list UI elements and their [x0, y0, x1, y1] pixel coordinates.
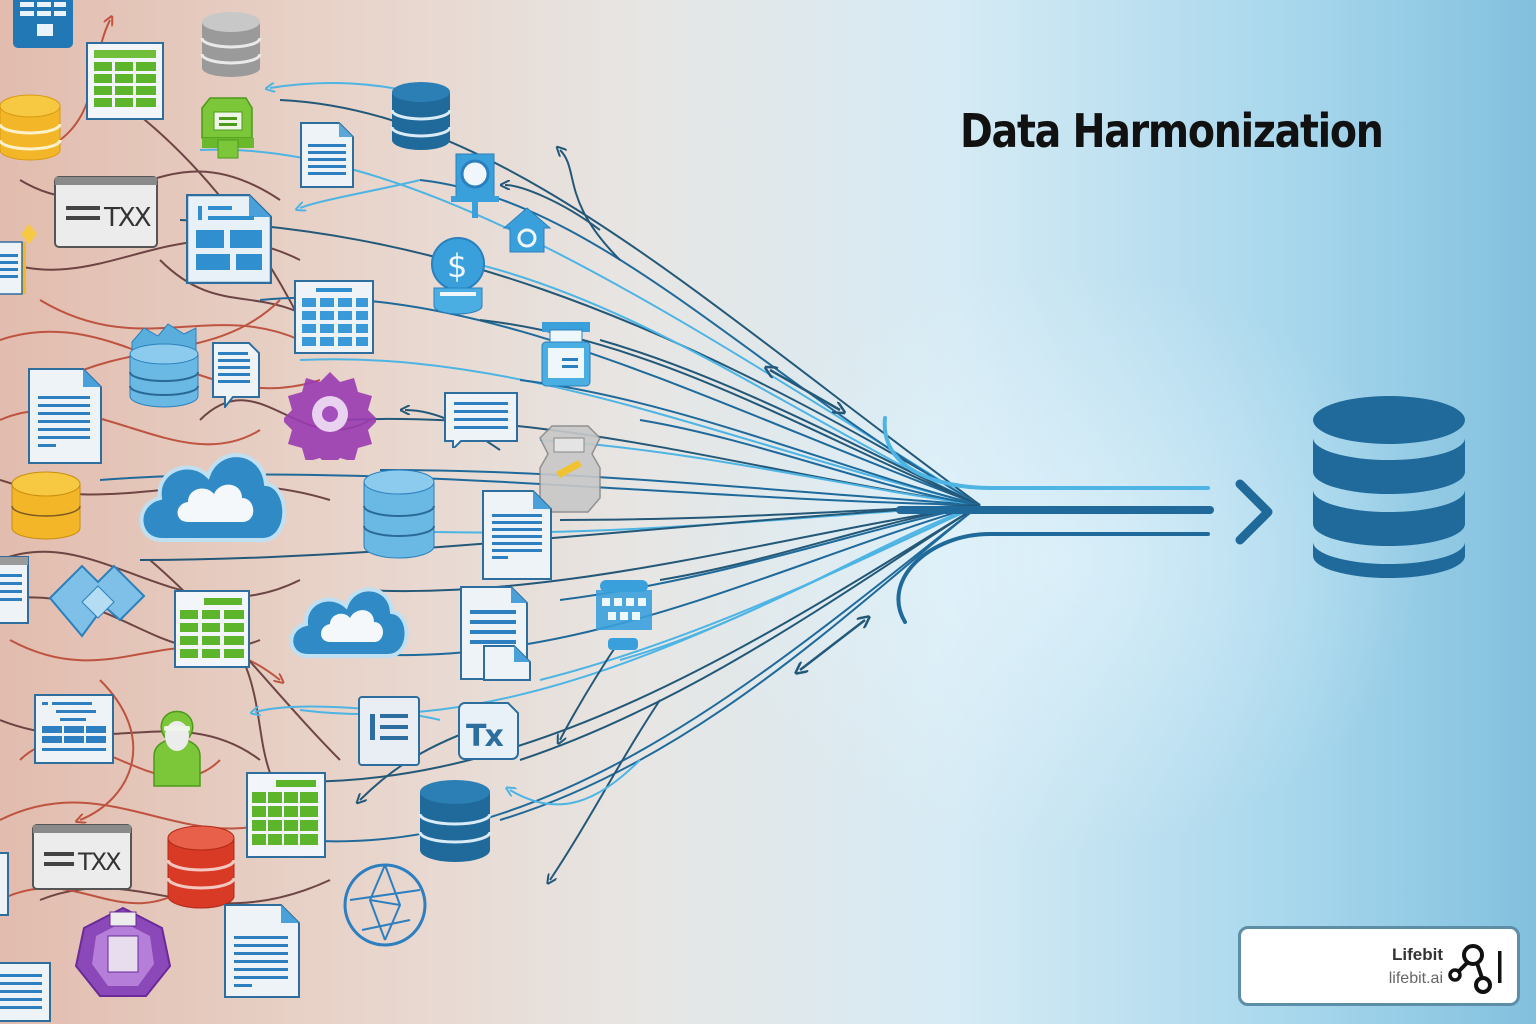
cloud-icon [139, 453, 287, 542]
person-icon [153, 710, 201, 787]
lifebit-logo-icon [1448, 944, 1502, 994]
puzzle-database-icon [129, 323, 199, 408]
yellow-database-icon [11, 471, 81, 540]
bidirectional-arrow-icon [770, 370, 840, 410]
grey-database-icon [200, 12, 262, 77]
table-document-icon [13, 0, 73, 48]
text-document-icon [300, 122, 354, 188]
tx-icon: Tx [458, 702, 519, 760]
lower-flow-line [896, 532, 1210, 624]
lab-equipment-icon [451, 153, 499, 218]
txx-window-icon: TXX [32, 824, 132, 890]
txx-window-icon: TXX [54, 176, 158, 248]
document-icon [224, 904, 300, 998]
blue-database-icon [418, 780, 492, 862]
blue-database-icon [390, 82, 452, 150]
yellow-database-icon [0, 94, 62, 161]
bidirectional-arrow-icon [800, 620, 865, 670]
purple-hub-icon [74, 906, 172, 997]
form-document-icon [0, 556, 29, 624]
svg-text:$: $ [447, 247, 467, 285]
svg-text:TXX: TXX [77, 848, 121, 876]
layout-document-icon [186, 194, 272, 284]
text-document-icon [0, 962, 51, 1022]
red-database-icon [166, 825, 236, 909]
fax-machine-icon [541, 322, 591, 387]
chat-document-icon [212, 342, 260, 408]
brand-name: Lifebit [1392, 945, 1443, 964]
svg-text:TXX: TXX [103, 203, 151, 233]
brand-badge[interactable]: Lifebit lifebit.ai [1238, 926, 1520, 1006]
light-blue-database-icon [363, 469, 435, 559]
tools-icon [539, 425, 601, 513]
globe-network-icon [343, 863, 427, 947]
warning-document-icon [0, 224, 37, 295]
home-icon [502, 207, 552, 253]
form-document-icon [34, 694, 114, 764]
document-icon [0, 852, 9, 916]
green-spreadsheet-icon [86, 42, 164, 120]
document-icon [28, 368, 102, 464]
brand-url[interactable]: lifebit.ai [1388, 970, 1443, 987]
puzzle-icon [48, 564, 146, 638]
upper-flow-line [882, 416, 1210, 490]
svg-text:Tx: Tx [466, 719, 503, 754]
arrow-head-icon [1235, 479, 1273, 545]
calendar-table-icon [294, 280, 374, 354]
green-spreadsheet-icon [246, 772, 326, 858]
purple-gear-icon [284, 372, 376, 460]
list-icon [358, 696, 420, 766]
harmonized-database-icon [1313, 396, 1465, 578]
cloud-icon [289, 587, 409, 658]
robot-icon [596, 580, 652, 650]
copy-document-icon [460, 586, 531, 681]
document-icon [482, 490, 552, 580]
page-title: Data Harmonization [960, 104, 1384, 158]
dollar-coin-icon: $ [431, 237, 485, 315]
green-printer-icon [201, 97, 254, 159]
green-spreadsheet-icon [174, 590, 250, 668]
message-icon [444, 392, 518, 448]
